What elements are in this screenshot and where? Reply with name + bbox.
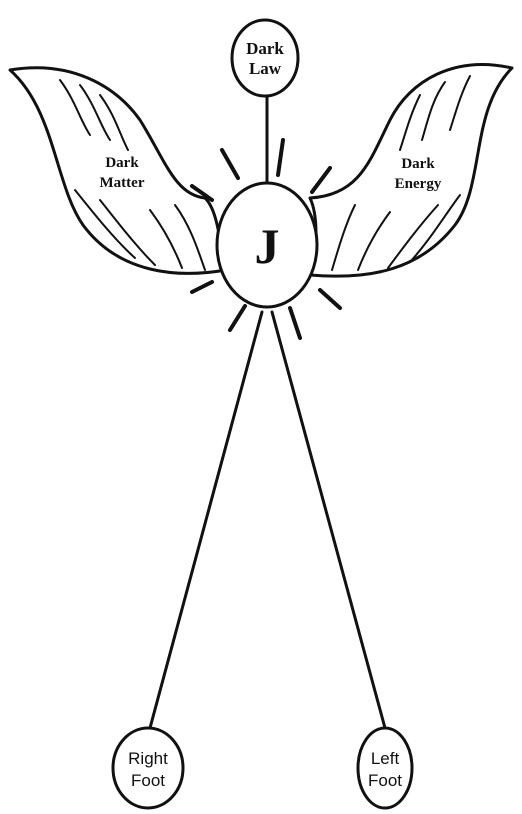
dark-matter-label-line1: Dark [105,155,139,171]
right-leg-line [150,312,262,728]
left-foot-label-line2: Foot [368,771,402,790]
dark-matter-label-line2: Matter [100,175,145,191]
dark-energy-label-line2: Energy [395,176,442,192]
right-foot-label-line1: Right [128,749,168,768]
left-foot-label-line1: Left [371,749,400,768]
right-foot-node [113,728,183,808]
dark-law-label-line1: Dark [246,39,284,58]
dark-energy-label-line1: Dark [401,156,435,172]
dark-law-label-line2: Law [249,59,282,78]
right-foot-label-line2: Foot [131,771,165,790]
center-letter: J [255,218,280,274]
left-foot-node [358,728,412,808]
left-leg-line [272,312,385,728]
dark-law-node [232,20,298,96]
